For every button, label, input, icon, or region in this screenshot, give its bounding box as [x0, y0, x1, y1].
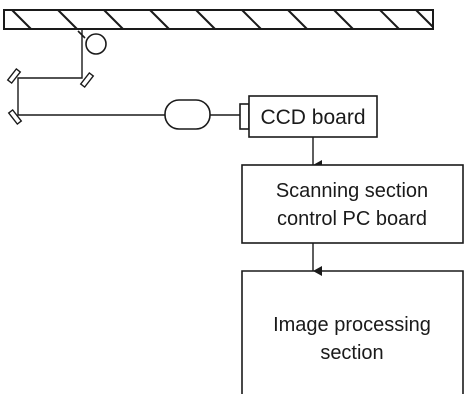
- image-processing-box: [241, 270, 464, 394]
- scanning-section-label-line1: Scanning section: [276, 180, 428, 202]
- image-processing-label-line2: section: [320, 342, 383, 364]
- ccd-board-box: [248, 95, 378, 138]
- image-processing-block: Image processing section: [241, 270, 464, 394]
- mirror-2: [6, 67, 22, 85]
- scanning-section-label-line2: control PC board: [277, 208, 427, 230]
- ccd-board-block: CCD board: [248, 95, 378, 138]
- original-glass: [3, 9, 434, 30]
- optical-path: [17, 29, 240, 116]
- lamp-bulb: [85, 33, 107, 55]
- ccd-sensor: [239, 103, 250, 130]
- original-glass-hatching: [11, 9, 434, 30]
- mirror-3: [7, 108, 23, 126]
- scanning-section-box: [241, 164, 464, 244]
- ccd-board-label: CCD board: [260, 106, 365, 129]
- original-glass-outline: [3, 9, 434, 30]
- mirror-1: [79, 71, 95, 89]
- scanning-section-block: Scanning section control PC board: [241, 164, 464, 244]
- lens: [164, 99, 211, 130]
- image-processing-label-line1: Image processing: [273, 314, 431, 336]
